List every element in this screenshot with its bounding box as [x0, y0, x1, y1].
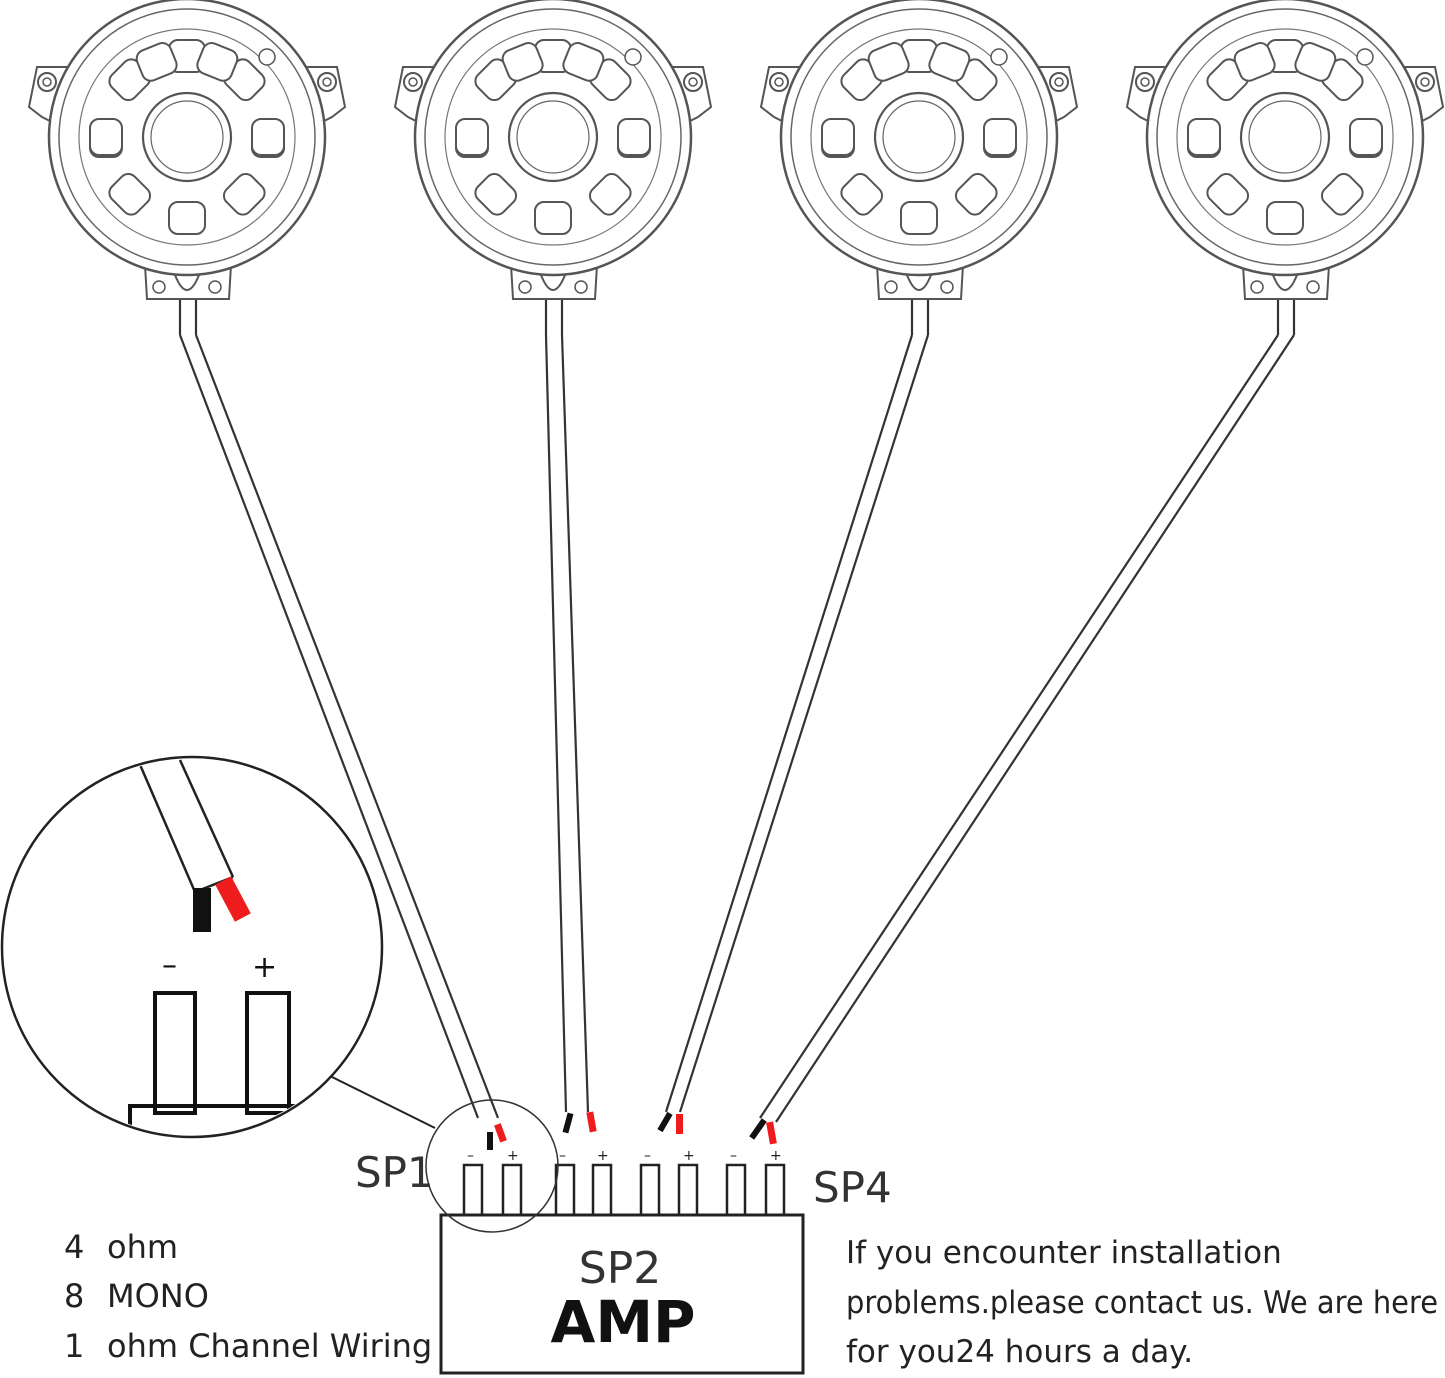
spec-text-1: ohm — [107, 1228, 178, 1266]
note-line-3: for you24 hours a day. — [846, 1334, 1193, 1370]
terminal-posts — [462, 1163, 786, 1217]
spec-text-2: MONO — [107, 1277, 209, 1315]
polarity-minus-3: – — [644, 1148, 651, 1164]
cable-3 — [664, 300, 930, 1113]
speaker-3 — [759, 0, 1079, 301]
callout-minus: – — [162, 948, 177, 983]
polarity-minus-4: – — [730, 1148, 737, 1164]
polarity-plus-2: + — [597, 1148, 609, 1164]
magnifier-callout: – + — [0, 755, 559, 1233]
cable-2 — [544, 300, 590, 1113]
polarity-minus-2: – — [559, 1148, 566, 1164]
spec-num-1: 4 — [64, 1228, 84, 1266]
speaker-4 — [1125, 0, 1445, 301]
spec-text-3: ohm Channel Wiring — [107, 1327, 432, 1365]
specs-list: 4 ohm 8 MONO 1 ohm Channel Wiring — [64, 1228, 432, 1365]
callout-plus: + — [252, 950, 277, 985]
wire-tips — [487, 1111, 777, 1150]
speaker-2 — [393, 0, 713, 301]
cable-1 — [178, 300, 500, 1119]
note-line-2: problems.please contact us. We are here — [846, 1285, 1438, 1321]
polarity-plus-1: + — [507, 1148, 519, 1164]
note-line-1: If you encounter installation — [846, 1235, 1282, 1271]
cable-4 — [759, 300, 1296, 1123]
spec-num-2: 8 — [64, 1277, 84, 1315]
polarity-plus-3: + — [683, 1148, 695, 1164]
sp4-label: SP4 — [813, 1163, 892, 1212]
amp-box — [439, 1213, 805, 1375]
spec-num-3: 1 — [64, 1327, 84, 1365]
amp-label: AMP — [550, 1288, 695, 1356]
polarity-plus-4: + — [770, 1148, 782, 1164]
sp2-label: SP2 — [579, 1243, 661, 1294]
speaker-1 — [27, 0, 347, 301]
support-note: If you encounter installation problems.p… — [846, 1235, 1438, 1370]
polarity-minus-1: – — [467, 1148, 474, 1164]
sp1-label: SP1 — [355, 1148, 434, 1197]
